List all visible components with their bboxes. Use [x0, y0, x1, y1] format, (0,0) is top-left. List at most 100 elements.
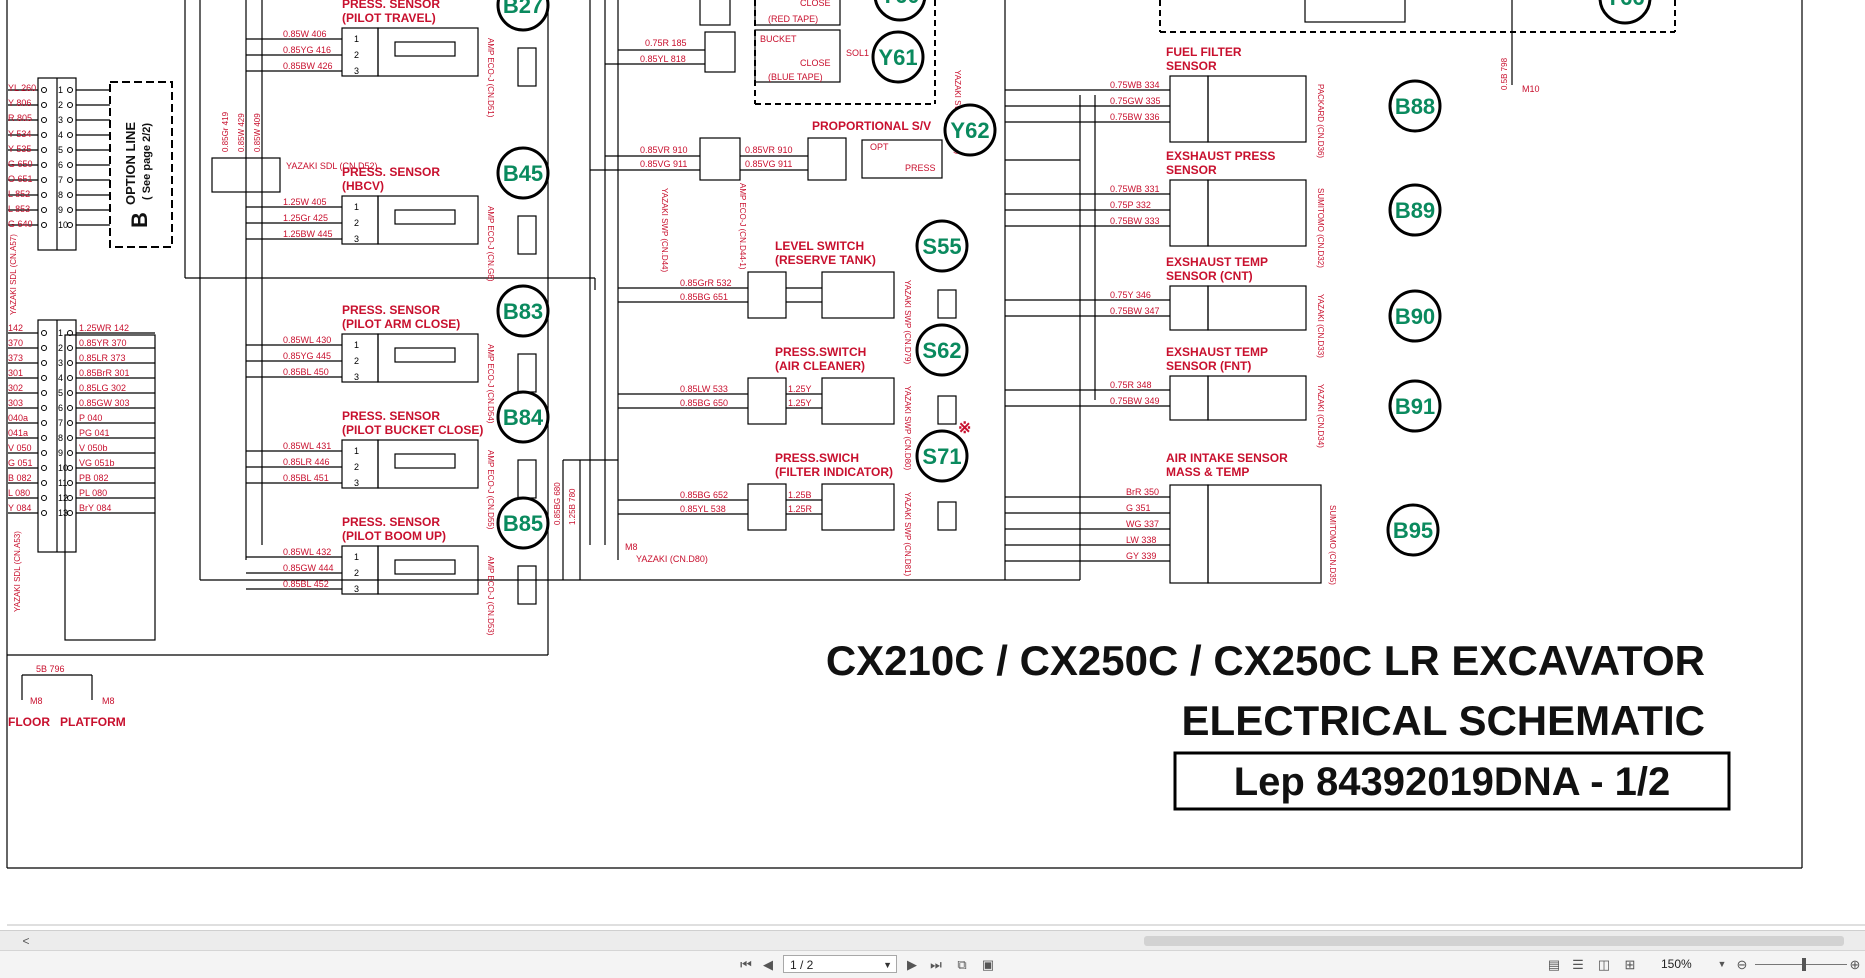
badge-b85-text: B85 [503, 511, 543, 536]
cna57-pin-dot [41, 147, 47, 153]
scroll-left-arrow[interactable]: < [22, 934, 30, 948]
prev-page-icon[interactable]: ◀ [763, 957, 773, 972]
zoom-slider-thumb[interactable] [1802, 958, 1806, 971]
b45-pin-3: 3 [354, 234, 359, 244]
cna53-pin-dot [41, 450, 47, 456]
cna53-pin-dot [67, 390, 73, 396]
b95-label2: MASS & TEMP [1166, 465, 1249, 479]
y61-sol: SOL1 [846, 48, 869, 58]
badge-b89-text: B89 [1395, 198, 1435, 223]
cna57-pin-dot [41, 87, 47, 93]
cna53-pin-dot [67, 510, 73, 516]
b45-conn: AMP ECO-J (CN.G8) [486, 206, 495, 282]
zoom-level[interactable]: 150% [1661, 957, 1692, 971]
continuous-view-icon[interactable]: ☰ [1572, 957, 1584, 972]
s55-label1: LEVEL SWITCH [775, 239, 864, 253]
badge-b83 [496, 284, 550, 338]
platform-label: PLATFORM [60, 715, 126, 729]
cna57-wire-4: Y 534 [8, 129, 31, 139]
wire-5b796: 5B 796 [36, 664, 65, 674]
b85-pin-2: 2 [354, 568, 359, 578]
s62-conn: YAZAKI SWP (CN.D80) [903, 386, 912, 471]
b45-element [394, 209, 456, 225]
cna53-pin-dot [41, 420, 47, 426]
two-page-view-icon[interactable]: ◫ [1597, 957, 1611, 972]
wire-780: 1.25B 780 [568, 488, 577, 525]
first-page-icon[interactable]: ⏮ [740, 957, 752, 972]
cna53-pin-8: 8 [58, 433, 63, 443]
grid-view-icon[interactable]: ⊞ [1624, 957, 1636, 972]
b27-pin-3: 3 [354, 66, 359, 76]
b95-label1: AIR INTAKE SENSOR [1166, 451, 1288, 465]
b88-wire-2: 0.75GW 335 [1110, 96, 1161, 106]
y61-close: CLOSE [800, 58, 831, 68]
b85-plug [517, 565, 537, 605]
s55-conn: YAZAKI SWP (CN.D79) [903, 280, 912, 365]
s62-wire-r-1: 1.25Y [788, 384, 812, 394]
s55-wire-1: 0.85GrR 532 [680, 278, 732, 288]
y62-wire-l1: 0.85VR 910 [640, 145, 688, 155]
paste-icon[interactable]: ▣ [981, 957, 995, 972]
page-select[interactable]: 1 / 2 ▼ [783, 955, 897, 973]
b27-plug [517, 47, 537, 87]
s62-wire-2: 0.85BG 650 [680, 398, 728, 408]
cna53-right-wire-5: 0.85LG 302 [79, 383, 126, 393]
s62-body [821, 377, 895, 425]
s55-body [821, 271, 895, 319]
cna53-pin-dot [67, 360, 73, 366]
b27-wire-1: 0.85W 406 [283, 29, 327, 39]
badge-y60-text: Y60 [880, 0, 919, 8]
b88-conn: PACKARD (CN.D36) [1316, 84, 1325, 158]
cna53-left-wire-13: Y 084 [8, 503, 31, 513]
cna53-pin-dot [67, 345, 73, 351]
cna57-wire-2: Y 806 [8, 98, 31, 108]
b27-wire-2: 0.85YG 416 [283, 45, 331, 55]
cna53-pin-dot [67, 375, 73, 381]
zoom-out-icon[interactable]: ⊖ [1736, 957, 1748, 972]
cna57-pin-dot [67, 222, 73, 228]
b27-wire-3: 0.85BW 426 [283, 61, 333, 71]
horizontal-scroll-thumb[interactable] [1144, 936, 1844, 946]
single-page-view-icon[interactable]: ▤ [1547, 957, 1561, 972]
copy-icon[interactable]: ⧉ [957, 957, 967, 972]
last-page-icon[interactable]: ⏭ [930, 957, 942, 972]
cna53-pin-dot [67, 420, 73, 426]
badge-b91-text: B91 [1395, 394, 1435, 419]
b88-label1: FUEL FILTER [1166, 45, 1242, 59]
horizontal-scrollbar[interactable]: < [0, 930, 1865, 951]
b84-plug [517, 459, 537, 499]
s55-plug [937, 289, 957, 319]
cna53-right-wire-8: PG 041 [79, 428, 110, 438]
b27-conn: AMP ECO-J (CN.D51) [486, 38, 495, 118]
zoom-in-icon[interactable]: ⊕ [1849, 957, 1861, 972]
zoom-dropdown-icon[interactable]: ▼ [1717, 959, 1727, 969]
badge-b89 [1388, 183, 1442, 237]
b45-wire-3: 1.25BW 445 [283, 229, 333, 239]
badge-b88-text: B88 [1395, 94, 1435, 119]
cna53-right-wire-2: 0.85YR 370 [79, 338, 127, 348]
s71-wire-r-2: 1.25R [788, 504, 813, 514]
cna53-right-wire-4: 0.85BrR 301 [79, 368, 130, 378]
badge-y62 [943, 103, 997, 157]
b83-connector [341, 333, 379, 383]
badge-b27-text: B27 [503, 0, 543, 18]
b85-wire-3: 0.85BL 452 [283, 579, 329, 589]
y60-close: CLOSE [800, 0, 831, 8]
cna53-pin-6: 6 [58, 403, 63, 413]
cna53-left-wire-12: L 080 [8, 488, 30, 498]
cna53-pin-12: 12 [58, 493, 68, 503]
cna57-pin-dot [67, 207, 73, 213]
next-page-icon[interactable]: ▶ [907, 957, 917, 972]
zoom-slider-track[interactable] [1755, 964, 1847, 965]
badge-s55 [915, 219, 969, 273]
b91-conn: YAZAKI (CN.D34) [1316, 384, 1325, 448]
cna57-pin-dot [67, 87, 73, 93]
b84-wire-1: 0.85WL 431 [283, 441, 331, 451]
y62-box [861, 139, 943, 179]
s71-wire-2: 0.85YL 538 [680, 504, 726, 514]
cna53-pin-1: 1 [58, 328, 63, 338]
